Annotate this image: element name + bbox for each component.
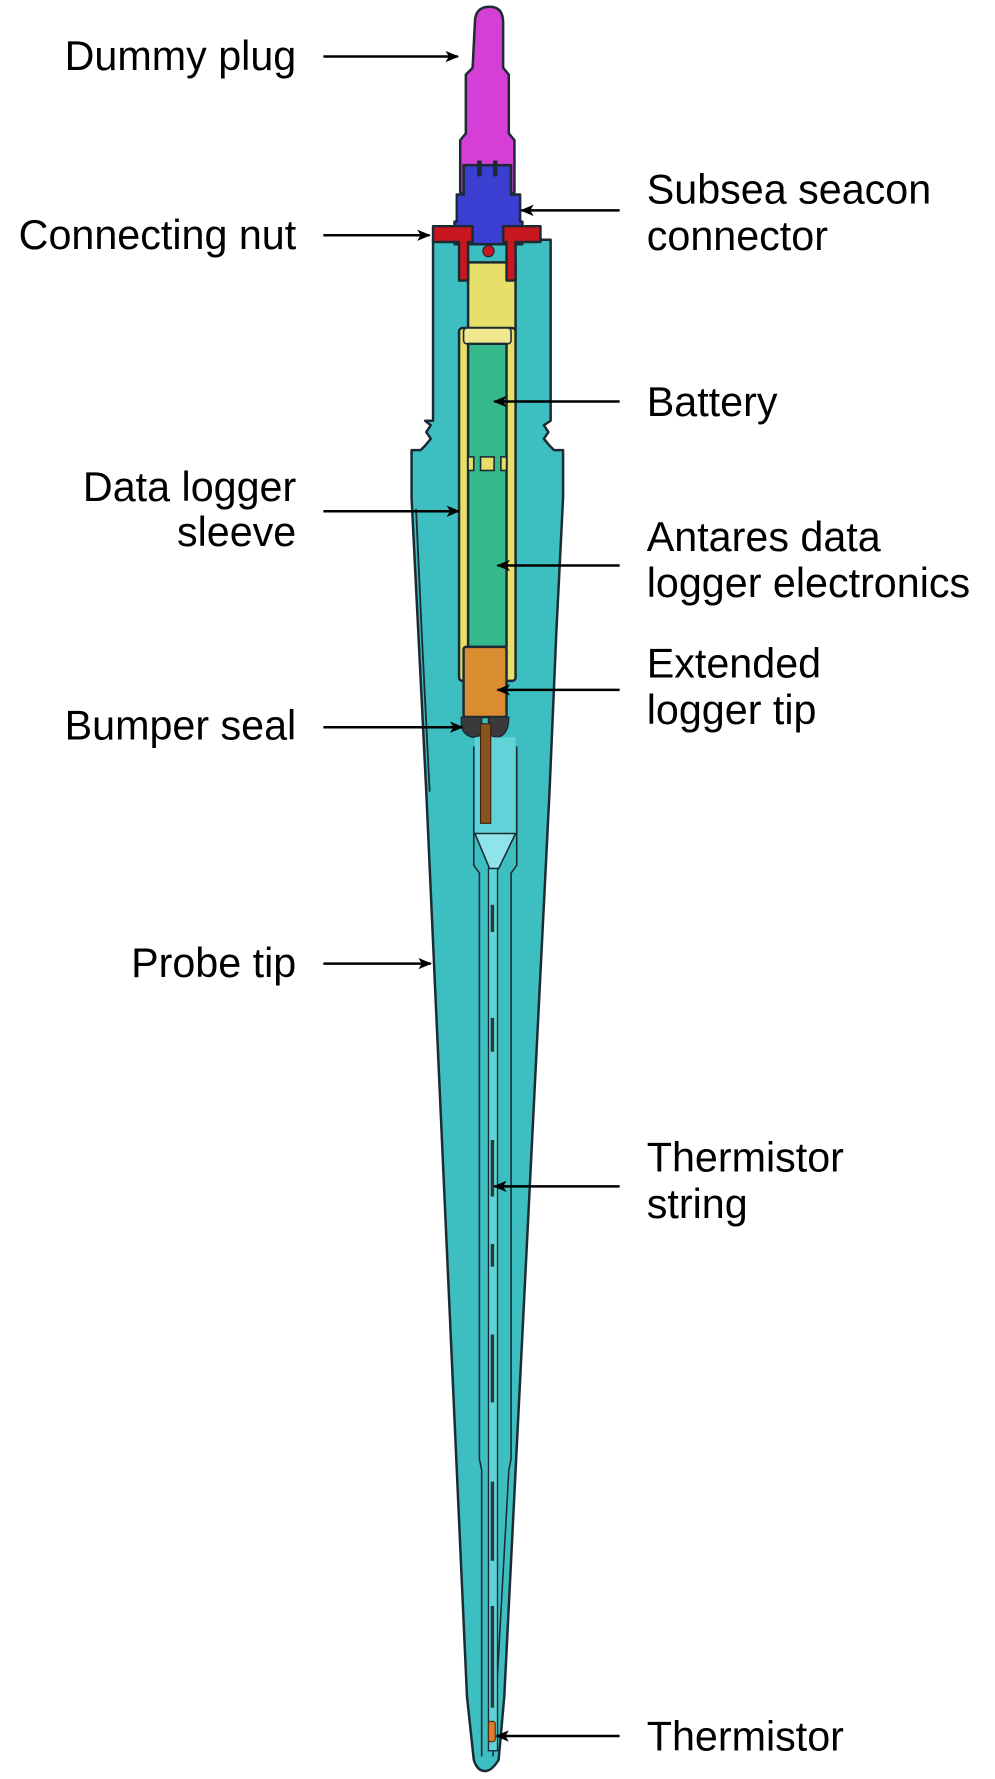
nut-left	[431, 224, 474, 282]
nut-center-pin	[482, 244, 495, 258]
probe-tip-body	[410, 238, 565, 1773]
extended-logger-tip	[462, 645, 508, 719]
probe-bore-left	[472, 746, 483, 1757]
string-segment-3	[490, 1140, 495, 1197]
label-extended-tip-line1: Extended	[647, 640, 821, 686]
connecting-nut	[431, 224, 542, 282]
thermistor-string	[487, 867, 499, 1752]
string-segment-5	[490, 1334, 495, 1403]
string-segment-4	[490, 1244, 495, 1267]
dummy-plug	[458, 5, 516, 196]
string-core	[479, 723, 492, 824]
leader-lines	[323, 50, 620, 1742]
label-battery: Battery	[647, 379, 778, 425]
label-subsea-connector-line2: connector	[647, 213, 828, 259]
string-segment-1	[490, 904, 495, 932]
label-dummy-plug: Dummy plug	[65, 33, 297, 79]
label-connecting-nut: Connecting nut	[19, 212, 297, 258]
probe-body-shape	[410, 238, 565, 1773]
antares-electronics	[466, 342, 508, 649]
nut-right	[501, 224, 542, 282]
string-tube	[487, 867, 499, 1752]
bumper-seal	[460, 716, 510, 739]
probe-edge-line	[415, 508, 431, 792]
string-segment-7	[490, 1605, 495, 1708]
thermistor-element	[487, 1720, 496, 1743]
label-subsea-connector-line1: Subsea seacon	[647, 167, 931, 213]
label-antares-line1: Antares data	[647, 514, 881, 560]
label-extended-tip-line2: logger tip	[647, 687, 817, 733]
label-data-logger-sleeve-line1: Data logger	[83, 464, 297, 510]
electronics-chip	[479, 456, 495, 472]
sleeve-cap	[462, 327, 512, 345]
string-segment-6	[490, 1481, 495, 1561]
electronics-board	[466, 342, 508, 649]
probe-bore-right	[492, 746, 518, 1757]
dummy-plug-pin-right	[492, 160, 498, 177]
logger-tip-block	[462, 645, 508, 719]
labels: Dummy plug Connecting nut Subsea seacon …	[19, 33, 970, 1760]
electronics-clip-right	[500, 456, 508, 472]
label-thermistor-string-line2: string	[647, 1181, 748, 1227]
label-probe-tip: Probe tip	[131, 940, 296, 986]
cone-transition	[473, 832, 517, 870]
inner-cavity	[473, 723, 517, 870]
label-thermistor: Thermistor	[647, 1714, 844, 1760]
label-thermistor-string-line1: Thermistor	[647, 1135, 844, 1181]
string-segment-2	[490, 1017, 495, 1052]
dummy-plug-pin-left	[477, 160, 482, 177]
bumper-seal-right	[487, 716, 510, 739]
label-antares-line2: logger electronics	[647, 560, 970, 606]
label-bumper-seal: Bumper seal	[65, 703, 297, 749]
label-data-logger-sleeve-line2: sleeve	[177, 509, 296, 555]
electronics-clip-left	[467, 456, 475, 472]
dummy-plug-body	[458, 5, 516, 196]
